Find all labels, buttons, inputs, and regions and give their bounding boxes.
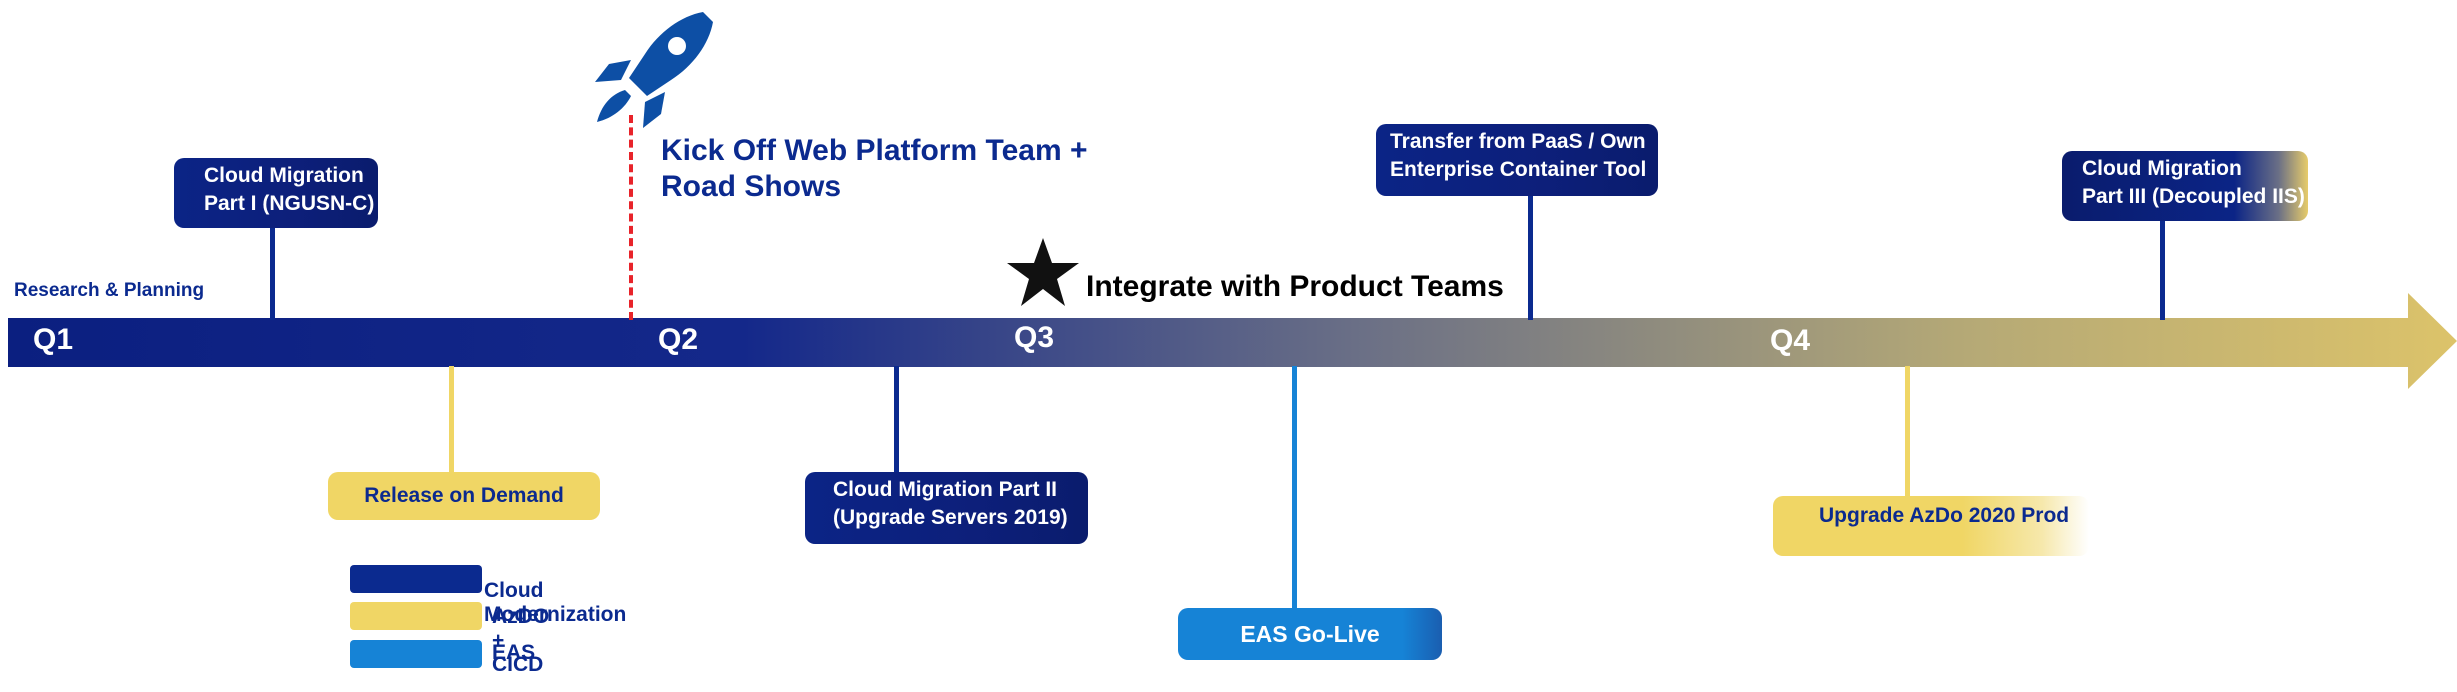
milestone-cloud-migration-3-line1: Cloud Migration <box>2082 157 2242 180</box>
timeline-arrow <box>8 293 2457 389</box>
milestone-cloud-migration-1-line2: Part I (NGUSN-C) <box>204 192 375 215</box>
legend-label-cloud-modernization: Cloud Modernization <box>484 579 627 626</box>
kickoff-label: Kick Off Web Platform Team + Road Shows <box>661 133 1088 205</box>
milestone-transfer: Transfer from PaaS / Own Enterprise Cont… <box>1376 124 1658 196</box>
research-planning-label: Research & Planning <box>14 280 205 301</box>
kickoff-label-line1: Kick Off Web Platform Team + <box>661 134 1088 167</box>
milestone-cloud-migration-1-line1: Cloud Migration <box>204 164 364 187</box>
milestone-transfer-line1: Transfer from PaaS / Own <box>1390 130 1646 153</box>
milestone-transfer-line2: Enterprise Container Tool <box>1390 158 1647 181</box>
legend-label-azdo-cicd: AzDO + CICD <box>492 605 550 676</box>
milestone-cloud-migration-2-line1: Cloud Migration Part II <box>833 478 1057 501</box>
legend-swatch-cloud-modernization <box>350 565 482 593</box>
quarter-label-q4: Q4 <box>1770 324 1811 357</box>
milestone-cloud-migration-1: Cloud Migration Part I (NGUSN-C) <box>174 158 378 228</box>
quarter-label-q2: Q2 <box>658 323 699 356</box>
milestone-release-on-demand-label: Release on Demand <box>364 484 564 507</box>
milestone-eas-go-live-label: EAS Go-Live <box>1240 621 1380 647</box>
rocket-icon <box>595 12 713 128</box>
milestone-upgrade-azdo-label: Upgrade AzDo 2020 Prod <box>1819 504 2070 527</box>
milestone-cloud-migration-2-line2: (Upgrade Servers 2019) <box>833 506 1068 529</box>
milestone-eas-go-live: EAS Go-Live <box>1178 608 1442 660</box>
milestone-release-on-demand: Release on Demand <box>328 472 600 520</box>
connector-cloud-migration-2 <box>894 366 899 474</box>
connector-eas-go-live <box>1292 366 1297 610</box>
star-icon <box>1007 238 1079 306</box>
milestone-upgrade-azdo: Upgrade AzDo 2020 Prod <box>1773 496 2089 556</box>
legend-swatch-azdo-cicd <box>350 602 482 630</box>
quarter-label-q3: Q3 <box>1014 321 1055 354</box>
milestone-cloud-migration-2: Cloud Migration Part II (Upgrade Servers… <box>805 472 1088 544</box>
connector-transfer <box>1528 194 1533 320</box>
legend-swatch-eas <box>350 640 482 668</box>
kickoff-label-line2: Road Shows <box>661 170 842 203</box>
connector-cloud-migration-3 <box>2160 220 2165 320</box>
milestone-cloud-migration-3: Cloud Migration Part III (Decoupled IIS) <box>2062 151 2308 221</box>
quarter-label-q1: Q1 <box>33 323 74 356</box>
milestone-cloud-migration-3-line2: Part III (Decoupled IIS) <box>2082 185 2305 208</box>
kickoff-dashed-line <box>629 115 633 320</box>
legend-label-eas: EAS <box>492 641 536 664</box>
connector-release-on-demand <box>449 366 454 474</box>
integrate-label: Integrate with Product Teams <box>1086 270 1504 303</box>
connector-cloud-migration-1 <box>270 226 275 320</box>
connector-upgrade-azdo <box>1905 366 1910 498</box>
